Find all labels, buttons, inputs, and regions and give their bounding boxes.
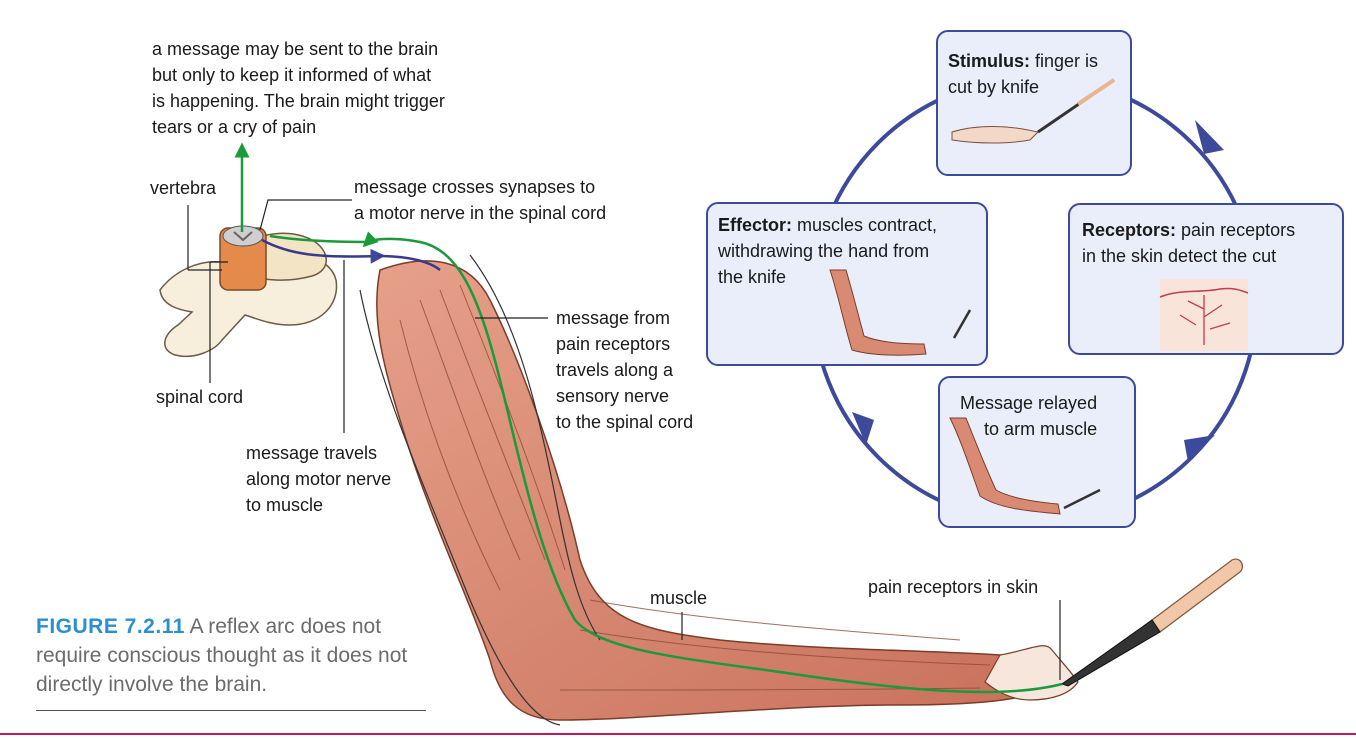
synapses-label: message crosses synapses to a motor nerv… (354, 177, 607, 223)
effector-title: Effector: (718, 215, 793, 235)
finger-cut-icon (951, 78, 1116, 144)
pain-receptors-label: pain receptors in skin (868, 577, 1039, 597)
effector-text: Effector: muscles contract, withdrawing … (718, 212, 937, 290)
figure-number: FIGURE 7.2.11 (36, 615, 185, 638)
receptors-box: Receptors: pain receptors in the skin de… (1068, 203, 1344, 355)
sensory-nerve-label: message from pain receptors travels alon… (556, 308, 694, 432)
stimulus-title: Stimulus: (948, 51, 1031, 71)
vertebra-drawing (159, 225, 338, 357)
leader-lines (187, 199, 1061, 680)
effector-desc: muscles contract, withdrawing the hand f… (718, 215, 938, 287)
effector-box: Effector: muscles contract, withdrawing … (706, 202, 988, 366)
caption-text: A reflex arc does not require conscious … (36, 615, 408, 696)
receptors-desc: pain receptors in the skin detect the cu… (1082, 220, 1296, 266)
cycle-arrowhead (1184, 435, 1215, 462)
sensory-nerve-path (362, 231, 1063, 694)
motor-nerve-path (261, 238, 386, 264)
brain-message-label: a message may be sent to the brain but o… (152, 39, 445, 137)
stimulus-desc: finger is cut by knife (948, 51, 1099, 97)
knife-drawing (1060, 558, 1244, 687)
relay-text: Message relayed to arm muscle (960, 393, 1098, 439)
cycle-arrowhead (852, 412, 874, 445)
receptors-text: Receptors: pain receptors in the skin de… (1082, 217, 1295, 269)
motor-nerve-continue (377, 254, 441, 272)
muscle-label: muscle (650, 588, 708, 608)
arm-withdraw-icon (829, 269, 972, 356)
caption-divider (36, 710, 426, 711)
stimulus-text: Stimulus: finger is cut by knife (948, 48, 1098, 100)
vertebra-label: vertebra (150, 178, 217, 198)
skin-receptors-icon (1159, 279, 1249, 351)
relay-box: Message relayed to arm muscle (938, 376, 1136, 528)
spinal-cord-label: spinal cord (156, 387, 244, 407)
figure-caption: FIGURE 7.2.11 A reflex arc does not requ… (36, 612, 428, 699)
sensory-to-cord (269, 234, 369, 244)
receptors-title: Receptors: (1082, 220, 1177, 240)
motor-nerve-label: message travels along motor nerve to mus… (246, 443, 392, 515)
stimulus-box: Stimulus: finger is cut by knife (936, 30, 1132, 176)
arm-relay-icon (949, 417, 1101, 515)
page-bottom-rule (0, 733, 1356, 735)
cycle-arrowhead (1195, 120, 1224, 154)
